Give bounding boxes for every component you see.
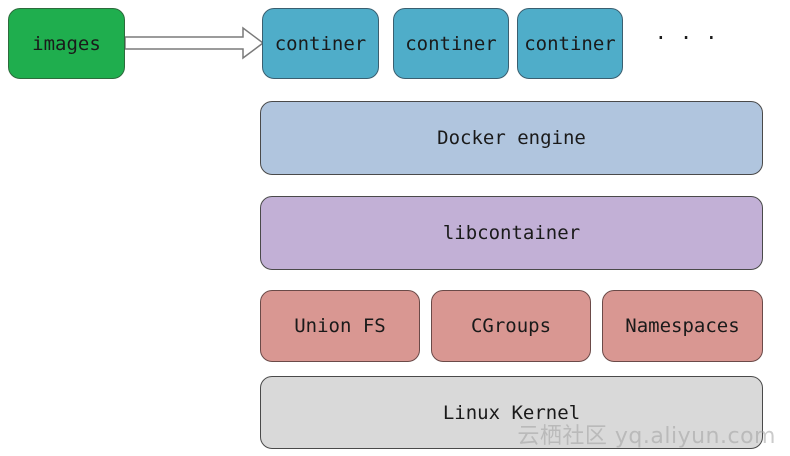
libcontainer-label: libcontainer — [442, 222, 581, 244]
libcontainer-box: libcontainer — [260, 196, 763, 270]
cgroups-label: CGroups — [470, 315, 552, 337]
container-label: continer — [524, 32, 616, 55]
images-label: images — [32, 32, 101, 55]
container-box-2: continer — [393, 8, 509, 79]
cgroups-box: CGroups — [431, 290, 591, 362]
watermark: 云栖社区 yq.aliyun.com — [517, 424, 776, 449]
container-box-3: continer — [517, 8, 623, 79]
union-fs-box: Union FS — [260, 290, 420, 362]
images-box: images — [8, 8, 125, 79]
namespaces-label: Namespaces — [625, 315, 740, 337]
container-label: continer — [274, 32, 367, 55]
linux-kernel-label: Linux Kernel — [442, 401, 581, 424]
docker-engine-box: Docker engine — [260, 101, 763, 175]
container-box-1: continer — [262, 8, 379, 79]
docker-engine-label: Docker engine — [437, 127, 586, 149]
union-fs-label: Union FS — [294, 315, 386, 337]
linux-kernel-box: Linux Kernel — [260, 376, 763, 449]
arrow-right-icon — [125, 26, 265, 60]
more-containers-ellipsis: · · · — [657, 24, 721, 52]
container-label: continer — [405, 32, 497, 55]
namespaces-box: Namespaces — [602, 290, 763, 362]
